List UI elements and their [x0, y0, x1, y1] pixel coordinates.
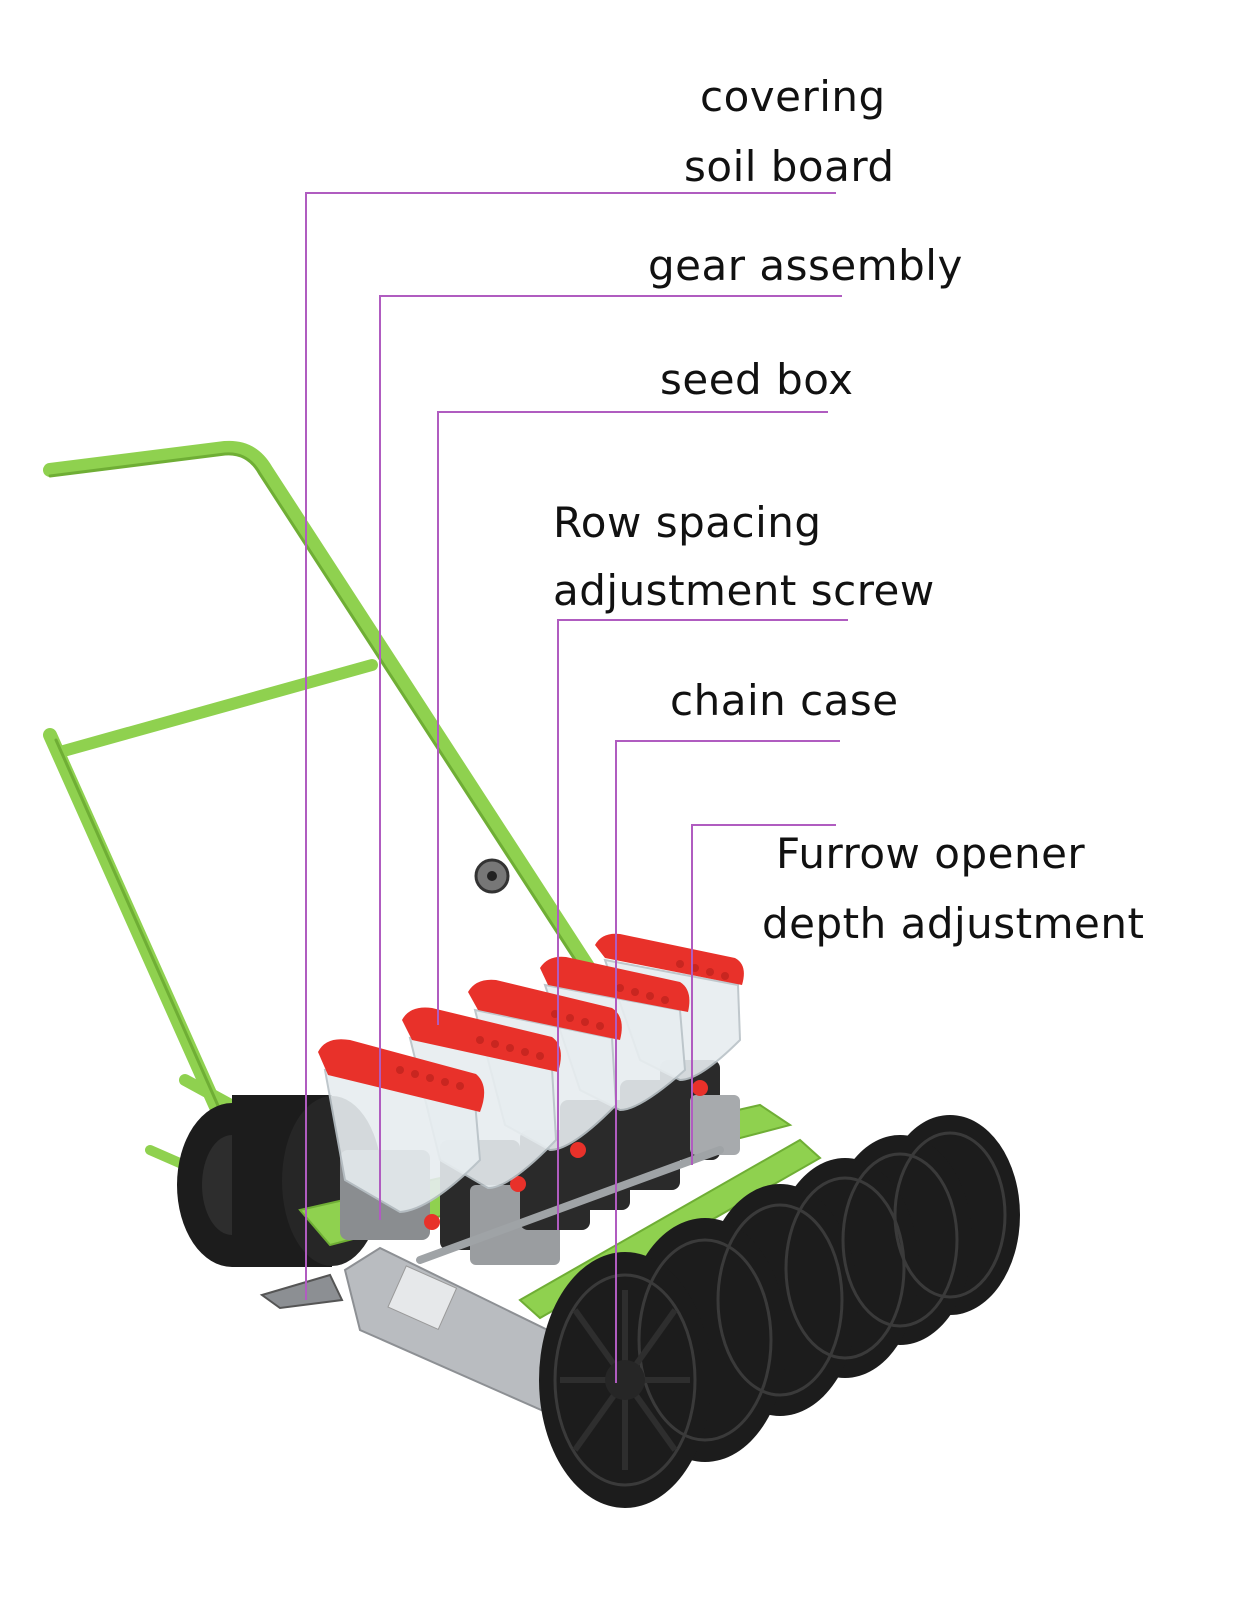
leader-gear-assembly [379, 295, 842, 1220]
label-row-spacing: Row spacing [553, 498, 822, 547]
leader-chain-case [615, 740, 840, 1383]
label-furrow-opener: Furrow opener [776, 829, 1086, 878]
leader-covering-soil-board [305, 192, 836, 1300]
label-seed-box: seed box [660, 355, 854, 404]
label-chain-case: chain case [670, 676, 899, 725]
gear-sprocket-icon [474, 858, 510, 894]
covering-soil-board-shape [259, 1273, 344, 1310]
leader-furrow-opener [691, 824, 836, 1165]
label-adjustment-screw: adjustment screw [553, 566, 935, 615]
label-soil-board: soil board [684, 142, 895, 191]
leader-lines [305, 192, 848, 1383]
label-covering: covering [700, 72, 886, 121]
label-depth-adjustment: depth adjustment [762, 899, 1145, 948]
front-wheels [539, 1115, 1020, 1508]
label-gear-assembly: gear assembly [648, 241, 963, 290]
leader-row-spacing [557, 619, 848, 1230]
leader-seed-box [437, 411, 828, 1025]
